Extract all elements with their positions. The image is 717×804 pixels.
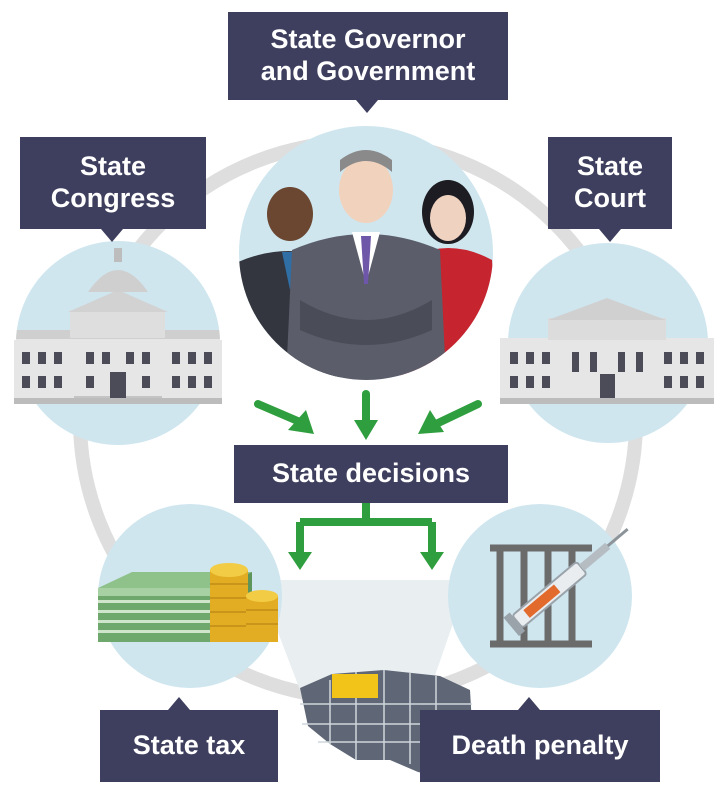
court-label-pointer <box>599 229 621 242</box>
decisions-label: State decisions <box>234 445 508 503</box>
funnel-shading <box>258 580 468 690</box>
courthouse-icon <box>500 243 714 443</box>
tax-label: State tax <box>100 710 278 782</box>
tax-label-text: State tax <box>132 730 246 761</box>
arrowheads <box>288 410 444 570</box>
death-penalty-label: Death penalty <box>420 710 660 782</box>
congress-label-line1: State <box>79 151 146 182</box>
arrows <box>254 390 482 552</box>
highlighted-state <box>332 674 378 698</box>
governor-label-line1: State Governor <box>270 24 466 55</box>
death-penalty-label-text: Death penalty <box>451 730 629 761</box>
jail-syringe-icon <box>448 504 632 688</box>
tax-label-pointer <box>168 697 190 710</box>
court-label-line1: State <box>576 151 643 182</box>
congress-label-line2: Congress <box>50 183 176 213</box>
governor-label-pointer <box>356 100 378 113</box>
congress-label-pointer <box>101 229 123 242</box>
money-stack-icon <box>98 504 282 688</box>
court-label-line2: Court <box>574 183 646 213</box>
death-penalty-label-pointer <box>518 697 540 710</box>
decisions-label-text: State decisions <box>271 458 471 489</box>
capitol-building-icon <box>14 241 222 445</box>
governor-label-line2: and Government <box>260 56 476 86</box>
